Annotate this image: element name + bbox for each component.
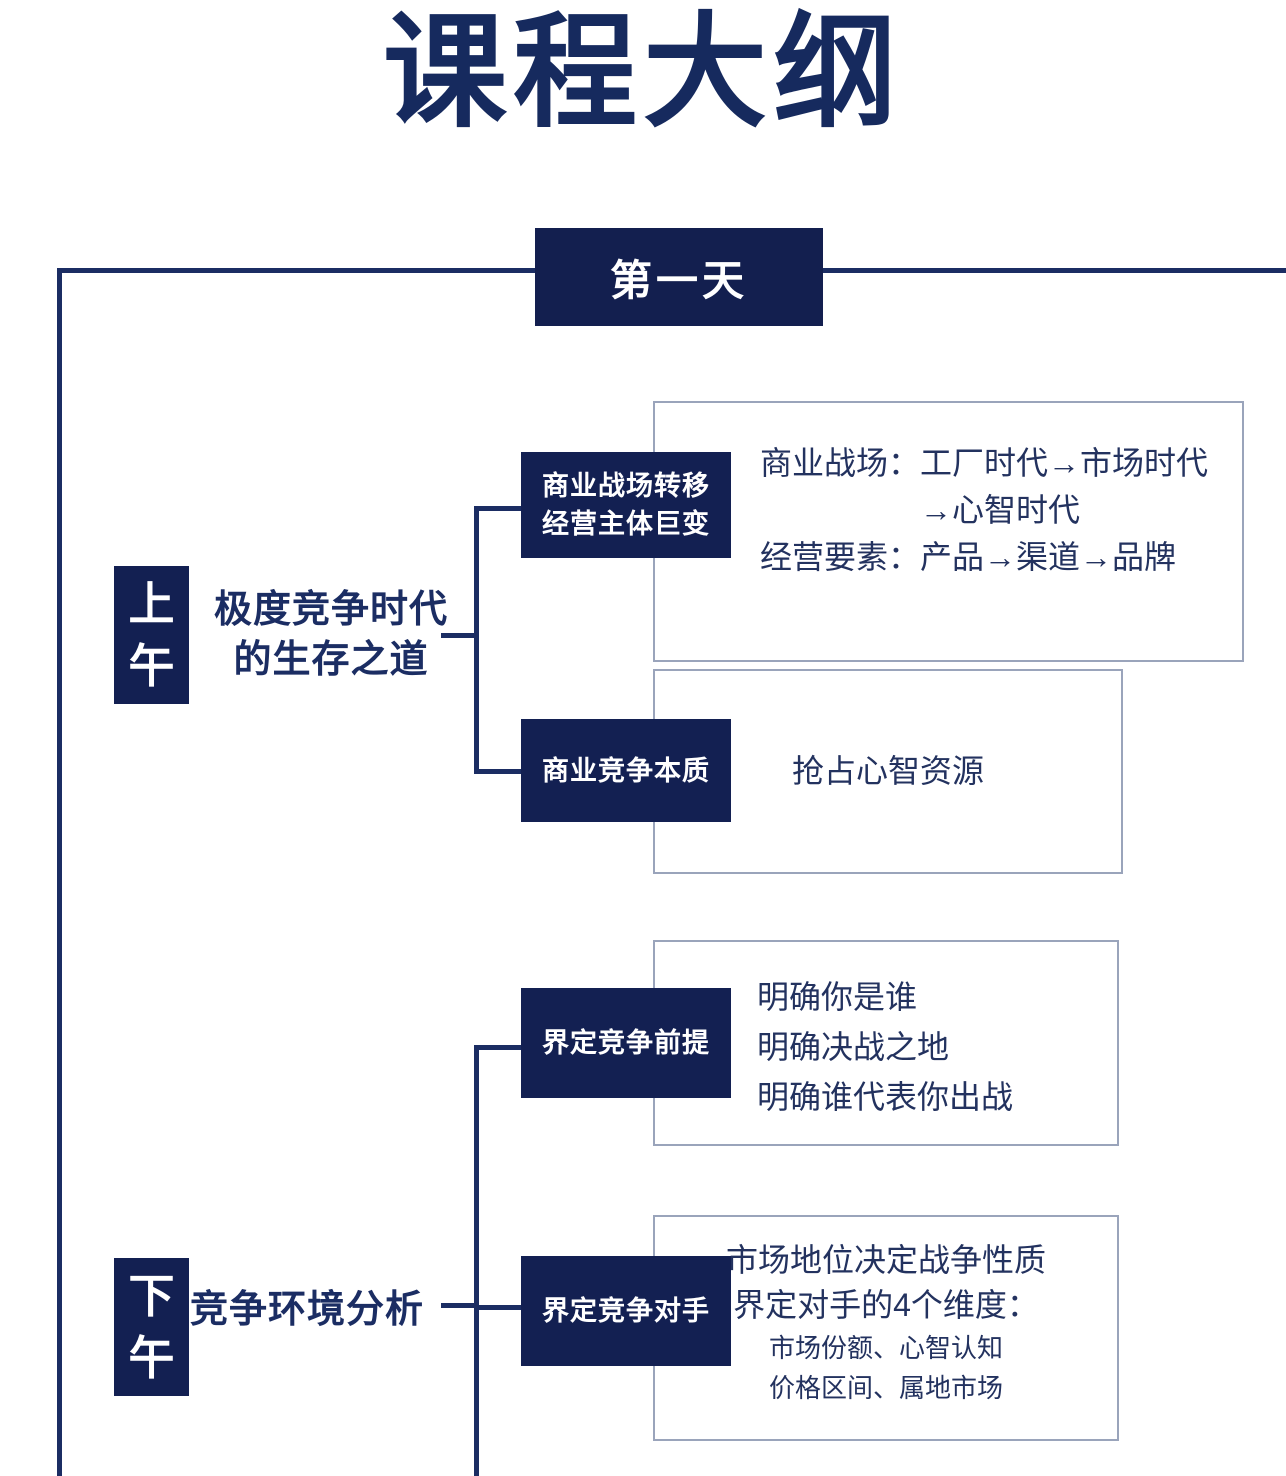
session-badge-afternoon-char2: 午 bbox=[128, 1332, 175, 1384]
detail-text-1: 商业战场：工厂时代→市场时代 →心智时代 经营要素：产品→渠道→品牌 bbox=[760, 440, 1240, 581]
session-badge-afternoon-char1: 下 bbox=[128, 1270, 175, 1322]
page-title: 课程大纲 bbox=[382, 4, 903, 142]
session-badge-morning-char1: 上 bbox=[128, 578, 175, 630]
topic-4-label-line1: 界定竞争对手 bbox=[542, 1296, 710, 1326]
detail-text-2: 抢占心智资源 bbox=[663, 748, 1113, 794]
detail-3-line-1: 明确你是谁 bbox=[757, 979, 918, 1015]
detail-1-line-1: 商业战场：工厂时代→市场时代 bbox=[760, 445, 1209, 481]
branch-vertical-afternoon bbox=[474, 1045, 479, 1476]
branch-stub-morning-bottom bbox=[474, 769, 524, 774]
branch-stub-afternoon-top bbox=[474, 1045, 524, 1050]
session-title-morning-line1: 极度竞争时代 bbox=[213, 589, 448, 631]
session-title-afternoon: 竞争环境分析 bbox=[190, 1285, 440, 1335]
detail-4-line-1: 市场地位决定战争性质 bbox=[725, 1242, 1046, 1278]
topic-1-label-line1: 商业战场转移 bbox=[542, 471, 710, 501]
detail-4-line-4: 价格区间、属地市场 bbox=[768, 1373, 1003, 1403]
detail-2-line-1: 抢占心智资源 bbox=[791, 753, 984, 789]
topic-3-label-line1: 界定竞争前提 bbox=[542, 1028, 710, 1058]
topic-box-define-competitors[interactable]: 界定竞争对手 bbox=[521, 1256, 731, 1366]
session-badge-afternoon: 下 午 bbox=[114, 1258, 189, 1396]
branch-stub-morning-top bbox=[474, 506, 524, 511]
topic-box-define-premise[interactable]: 界定竞争前提 bbox=[521, 988, 731, 1098]
detail-text-3: 明确你是谁 明确决战之地 明确谁代表你出战 bbox=[757, 972, 1117, 1122]
detail-text-4: 市场地位决定战争性质 界定对手的4个维度： 市场份额、心智认知 价格区间、属地市… bbox=[660, 1238, 1112, 1408]
session-badge-morning-char2: 午 bbox=[128, 640, 175, 692]
branch-stub-morning-in bbox=[441, 633, 479, 638]
topic-box-business-battlefield[interactable]: 商业战场转移 经营主体巨变 bbox=[521, 452, 731, 558]
spine-horizontal-left bbox=[57, 268, 547, 273]
session-badge-morning: 上 午 bbox=[114, 566, 189, 704]
day-banner: 第一天 bbox=[535, 228, 823, 326]
detail-3-line-2: 明确决战之地 bbox=[757, 1029, 950, 1065]
detail-1-line-3: 经营要素：产品→渠道→品牌 bbox=[760, 539, 1177, 575]
detail-1-line-2: →心智时代 bbox=[919, 492, 1080, 528]
spine-horizontal-right bbox=[820, 268, 1286, 273]
topic-2-label-line1: 商业竞争本质 bbox=[542, 755, 710, 786]
branch-stub-afternoon-bottom bbox=[474, 1305, 524, 1310]
branch-vertical-morning bbox=[474, 506, 479, 774]
detail-3-line-3: 明确谁代表你出战 bbox=[757, 1079, 1014, 1115]
session-title-afternoon-line1: 竞争环境分析 bbox=[190, 1289, 425, 1331]
branch-stub-afternoon-in bbox=[441, 1303, 479, 1308]
detail-4-line-3: 市场份额、心智认知 bbox=[768, 1333, 1003, 1363]
session-title-morning: 极度竞争时代 的生存之道 bbox=[196, 585, 466, 685]
topic-1-label-line2: 经营主体巨变 bbox=[542, 509, 710, 539]
session-title-morning-line2: 的生存之道 bbox=[233, 639, 429, 681]
topic-box-competition-essence[interactable]: 商业竞争本质 bbox=[521, 719, 731, 822]
spine-vertical-main bbox=[57, 268, 62, 1476]
detail-4-line-2: 界定对手的4个维度： bbox=[733, 1287, 1039, 1323]
